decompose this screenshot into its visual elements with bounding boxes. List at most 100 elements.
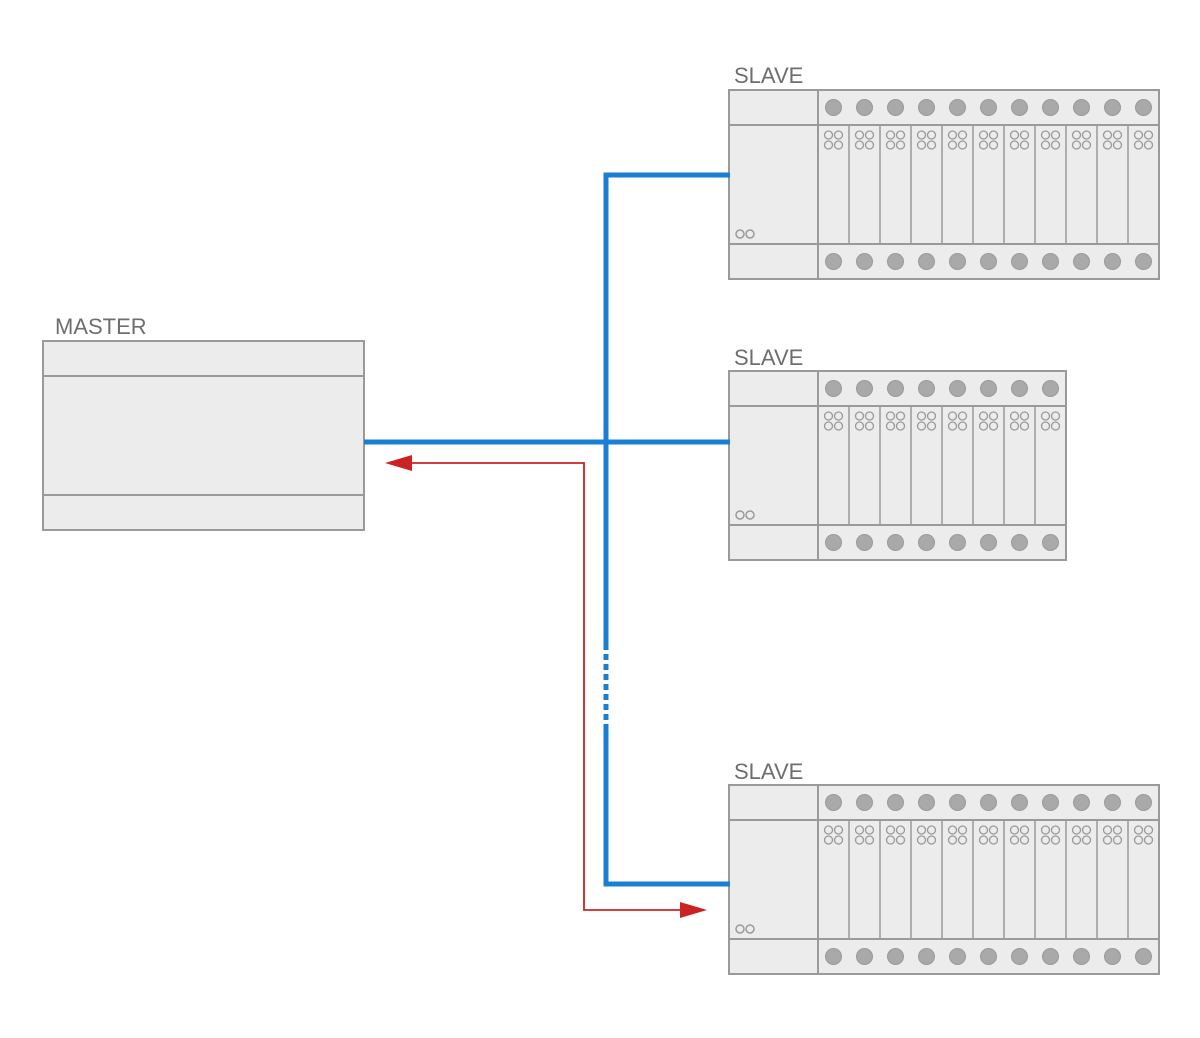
module-led-icon — [1143, 825, 1154, 835]
module-led-icon — [895, 825, 906, 835]
module-led-icon — [916, 140, 927, 150]
module-led-icon — [895, 835, 906, 845]
module-led-icon — [833, 140, 844, 150]
module-led-icon — [1143, 140, 1154, 150]
module-led-icon — [947, 835, 958, 845]
module-led-icon — [1019, 130, 1030, 140]
module-led-icon — [1019, 825, 1030, 835]
master-device[interactable]: MASTER — [42, 314, 365, 531]
terminal-top-icon — [918, 794, 935, 811]
module-led-icon — [1009, 835, 1020, 845]
module-led-icon — [1071, 825, 1082, 835]
module-led-icon — [926, 835, 937, 845]
module-led-icon — [833, 825, 844, 835]
slave-device-3[interactable]: SLAVE — [728, 759, 1160, 975]
terminal-top-icon — [887, 99, 904, 116]
module-led-icon — [854, 140, 865, 150]
terminal-top-icon — [825, 380, 842, 397]
module-led-icon — [1050, 140, 1061, 150]
slave-frame — [728, 89, 1160, 280]
terminal-top-icon — [949, 380, 966, 397]
terminal-top-icon — [856, 794, 873, 811]
terminal-bottom-icon — [887, 948, 904, 965]
module-led-icon — [895, 411, 906, 421]
module-led-icon — [926, 421, 937, 431]
terminal-top-icon — [949, 794, 966, 811]
module-led-icon — [988, 835, 999, 845]
terminal-top-icon — [918, 99, 935, 116]
module-led-icon — [833, 130, 844, 140]
module-led-icon — [1102, 130, 1113, 140]
module-led-icon — [926, 411, 937, 421]
terminal-bottom-icon — [825, 253, 842, 270]
module-led-icon — [1112, 140, 1123, 150]
terminal-top-icon — [1104, 794, 1121, 811]
terminal-top-icon — [980, 794, 997, 811]
terminal-bottom-icon — [856, 253, 873, 270]
module-led-icon — [885, 421, 896, 431]
module-led-icon — [957, 130, 968, 140]
module-led-icon — [988, 825, 999, 835]
status-led-icon — [735, 229, 745, 239]
module-led-icon — [1071, 140, 1082, 150]
terminal-bottom-icon — [1135, 253, 1152, 270]
terminal-bottom-icon — [980, 253, 997, 270]
terminal-bottom-icon — [856, 534, 873, 551]
module-led-icon — [957, 825, 968, 835]
module-led-icon — [885, 140, 896, 150]
module-led-icon — [916, 130, 927, 140]
module-led-icon — [1133, 140, 1144, 150]
terminal-bottom-icon — [980, 948, 997, 965]
terminal-bottom-icon — [980, 534, 997, 551]
module-led-icon — [1050, 421, 1061, 431]
terminal-top-icon — [980, 99, 997, 116]
module-led-icon — [864, 140, 875, 150]
module-led-icon — [926, 140, 937, 150]
module-led-icon — [916, 421, 927, 431]
module-led-icon — [854, 130, 865, 140]
terminal-bottom-icon — [825, 534, 842, 551]
module-led-icon — [1143, 835, 1154, 845]
module-led-icon — [947, 140, 958, 150]
master-body — [42, 340, 365, 531]
module-led-icon — [988, 140, 999, 150]
terminal-top-icon — [887, 794, 904, 811]
terminal-top-icon — [1073, 99, 1090, 116]
module-led-icon — [854, 411, 865, 421]
module-led-icon — [988, 411, 999, 421]
arrow-right-icon — [680, 902, 707, 918]
module-led-icon — [978, 411, 989, 421]
module-led-icon — [1040, 421, 1051, 431]
module-led-icon — [916, 825, 927, 835]
module-led-icon — [947, 825, 958, 835]
signal-path — [385, 455, 707, 918]
module-led-icon — [1050, 825, 1061, 835]
terminal-bottom-icon — [1011, 253, 1028, 270]
module-led-icon — [895, 421, 906, 431]
module-led-icon — [1040, 140, 1051, 150]
status-led-icon — [735, 924, 745, 934]
module-led-icon — [823, 130, 834, 140]
module-led-icon — [988, 421, 999, 431]
module-led-icon — [885, 825, 896, 835]
module-led-icon — [1143, 130, 1154, 140]
slave-body-1 — [728, 89, 1160, 280]
terminal-top-icon — [825, 99, 842, 116]
terminal-top-icon — [1104, 99, 1121, 116]
module-led-icon — [1009, 411, 1020, 421]
status-led-icon — [745, 229, 755, 239]
module-led-icon — [1102, 835, 1113, 845]
terminal-top-icon — [980, 380, 997, 397]
bus-line-slave-3 — [603, 726, 730, 887]
module-led-icon — [1112, 835, 1123, 845]
slave-device-2[interactable]: SLAVE — [728, 345, 1067, 561]
module-led-icon — [978, 140, 989, 150]
slave-device-1[interactable]: SLAVE — [728, 63, 1160, 280]
slave-frame — [728, 370, 1067, 561]
terminal-top-icon — [949, 99, 966, 116]
module-led-icon — [823, 411, 834, 421]
module-led-icon — [978, 835, 989, 845]
module-led-icon — [1040, 130, 1051, 140]
terminal-top-icon — [1011, 380, 1028, 397]
